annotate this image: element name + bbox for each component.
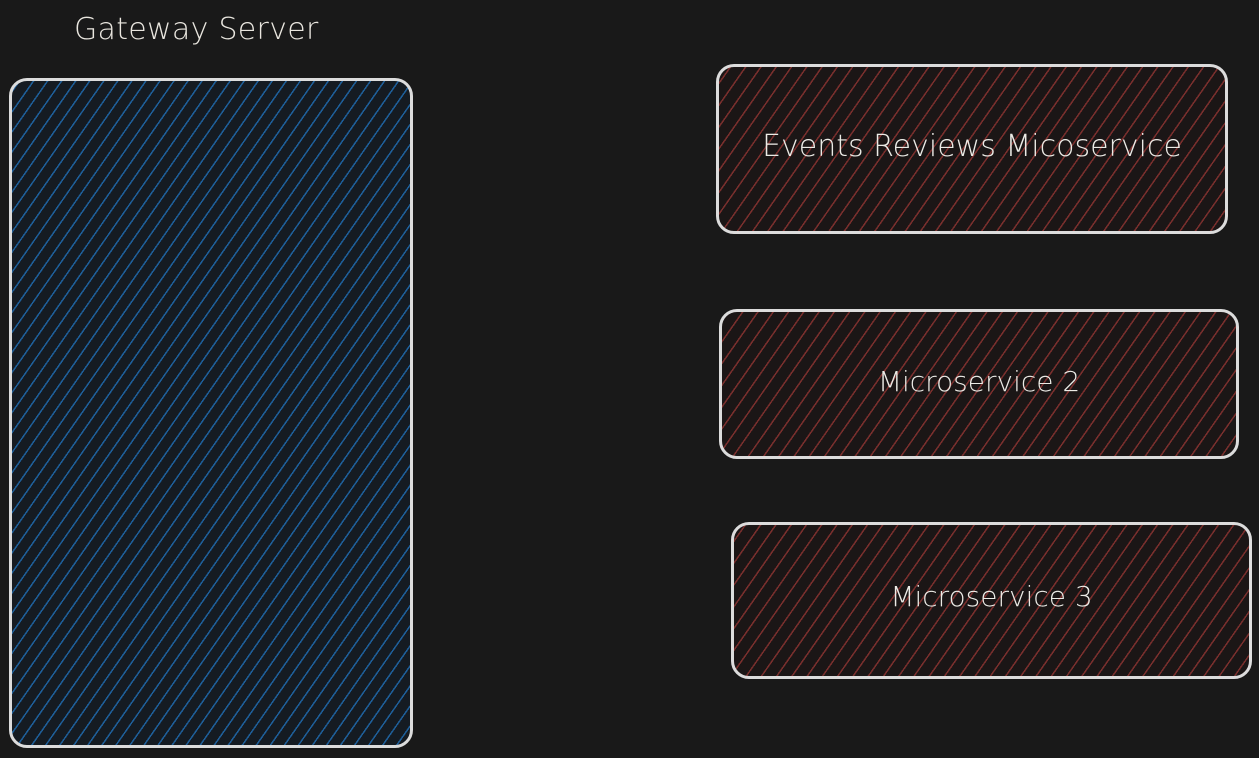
microservice-box-3[interactable]: Microservice 3 bbox=[731, 522, 1252, 679]
gateway-server-title: Gateway Server bbox=[74, 12, 319, 47]
gateway-server-box[interactable] bbox=[9, 78, 413, 748]
microservice-box-events-reviews[interactable]: Events Reviews Micoservice bbox=[716, 64, 1228, 234]
microservice-box-2[interactable]: Microservice 2 bbox=[719, 309, 1239, 459]
microservice-label-3: Microservice 3 bbox=[890, 580, 1093, 613]
microservice-label-2: Microservice 2 bbox=[877, 364, 1081, 398]
microservice-label-events-reviews: Events Reviews Micoservice bbox=[762, 128, 1182, 164]
